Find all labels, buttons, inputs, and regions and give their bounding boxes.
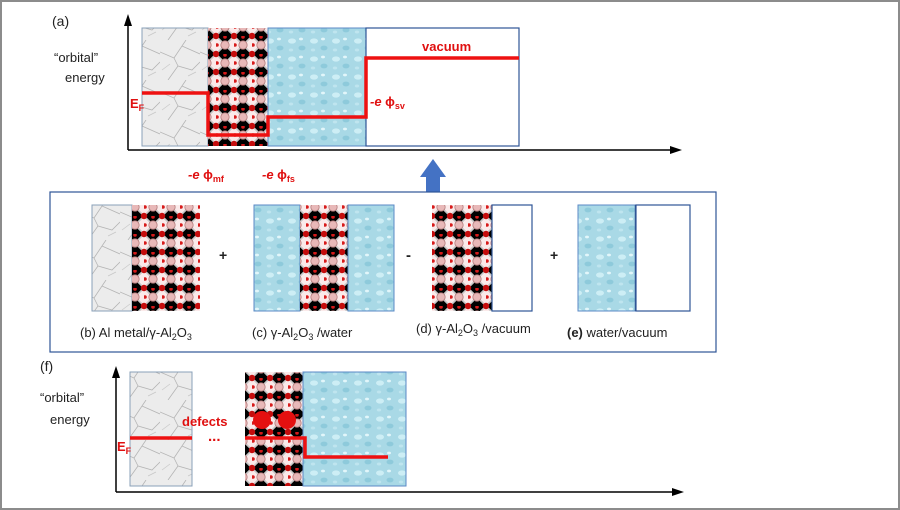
panel-f-oxide-block: [245, 372, 303, 486]
minus-sign: -: [406, 247, 411, 264]
panel-f-ef-label: EF: [117, 439, 132, 456]
panel-a-axes: [124, 14, 682, 154]
caption-c: (c) γ-Al2O3 /water: [252, 325, 353, 342]
panel-f-dots: ...: [208, 428, 221, 445]
defect-marker-1: [253, 411, 271, 429]
components-box: [49, 191, 717, 353]
panel-a-oxide-block: [208, 28, 268, 146]
plus-sign-1: +: [219, 247, 227, 263]
panel-a-energy-level: [142, 56, 519, 137]
panel-a-ylabel-line2: energy: [65, 70, 105, 85]
panel-a-tag: (a): [52, 13, 69, 29]
component-c: [253, 204, 395, 312]
panel-a-metal-block: [141, 27, 209, 147]
component-e: [577, 204, 691, 312]
panel-a-ylabel-line1: “orbital”: [54, 50, 98, 65]
up-arrow: [420, 159, 446, 192]
component-b: [91, 204, 200, 312]
panel-f-ylabel-line1: “orbital”: [40, 390, 84, 405]
panel-f-oxide-water-level: [245, 436, 388, 459]
caption-d: (d) γ-Al2O3 /vacuum: [416, 321, 531, 338]
panel-a-vacuum-label: vacuum: [422, 39, 471, 54]
panel-a-ef-label: EF: [130, 96, 145, 113]
panel-f-axes: [112, 366, 684, 496]
panel-f-water-block: [302, 371, 407, 487]
panel-a-phi-mf: -e ϕmf: [188, 167, 225, 184]
defect-marker-2: [278, 411, 296, 429]
panel-a-vacuum-block: [365, 27, 520, 147]
caption-b: (b) Al metal/γ-Al2O3: [80, 325, 192, 342]
panel-a-water-block: [267, 27, 367, 147]
panel-f-tag: (f): [40, 358, 53, 374]
panel-f-defects-label: defects: [182, 414, 228, 429]
panel-f-metal-block: [129, 371, 193, 487]
panel-f-ylabel-line2: energy: [50, 412, 90, 427]
component-d: [432, 204, 533, 312]
plus-sign-2: +: [550, 247, 558, 263]
panel-a-phi-sv: -e ϕsv: [370, 94, 405, 111]
caption-e: (e) water/vacuum: [567, 325, 667, 340]
panel-a-phi-fs: -e ϕfs: [262, 167, 295, 184]
